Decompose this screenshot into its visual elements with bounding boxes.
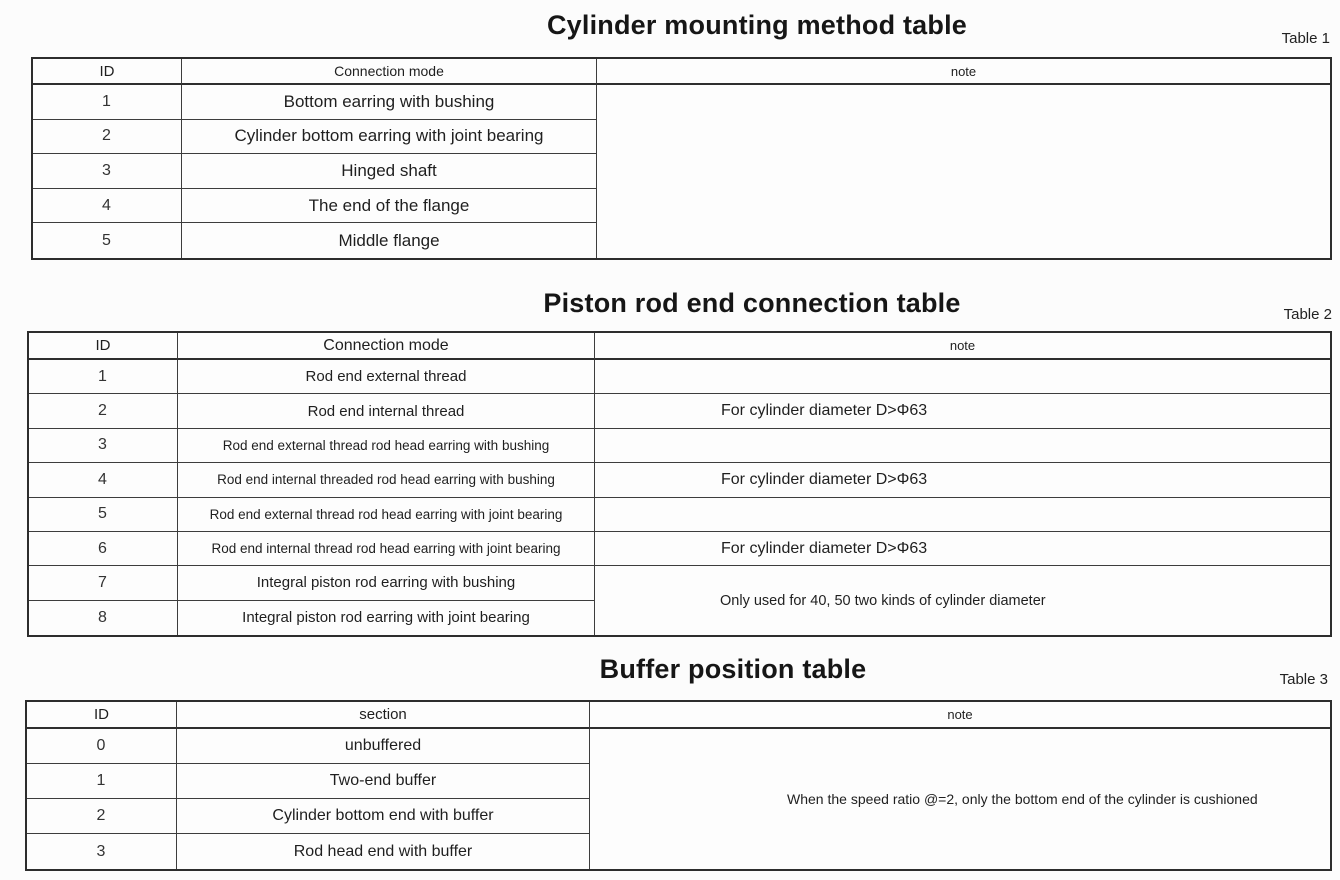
column-header-id: ID <box>29 333 178 360</box>
id-cell: 1 <box>29 360 178 395</box>
connection-mode-cell: Cylinder bottom earring with joint beari… <box>182 119 597 155</box>
note-merged-cell: Only used for 40, 50 two kinds of cylind… <box>720 592 1046 609</box>
id-cell: 0 <box>27 729 177 764</box>
section-cell: unbuffered <box>177 729 590 764</box>
section-cell: Two-end buffer <box>177 764 590 799</box>
id-cell: 5 <box>29 497 178 532</box>
id-cell: 7 <box>29 566 178 601</box>
column-header-id: ID <box>33 59 182 85</box>
id-cell: 2 <box>33 119 182 155</box>
connection-mode-cell: Rod end external thread rod head earring… <box>178 428 595 464</box>
table2-label: Table 2 <box>1283 306 1332 323</box>
note-cell <box>595 498 1330 532</box>
connection-mode-cell: Rod end internal threaded rod head earri… <box>178 463 595 498</box>
table3-label: Table 3 <box>1279 671 1328 688</box>
column-header-note: note <box>595 333 1330 360</box>
section-cell: Rod head end with buffer <box>177 834 590 869</box>
buffer-position-table: ID section note 0 unbuffered 1 Two-end b… <box>25 700 1332 871</box>
id-cell: 2 <box>29 394 178 429</box>
id-cell: 6 <box>29 531 178 567</box>
cylinder-mounting-method-table: ID Connection mode note 1 Bottom earring… <box>31 57 1332 260</box>
id-cell: 1 <box>33 85 182 120</box>
table3-title: Buffer position table <box>599 654 867 684</box>
column-header-connection-mode: Connection mode <box>178 333 595 360</box>
note-cell: For cylinder diameter D>Φ63 <box>595 394 1330 429</box>
connection-mode-cell: Rod end external thread <box>178 360 595 395</box>
column-header-connection-mode: Connection mode <box>182 59 597 85</box>
id-cell: 3 <box>27 834 177 869</box>
column-header-note: note <box>597 59 1330 85</box>
id-cell: 4 <box>33 188 182 224</box>
note-merged-cell <box>597 85 1330 258</box>
column-header-note: note <box>590 702 1330 729</box>
id-cell: 3 <box>33 154 182 189</box>
connection-mode-cell: Integral piston rod earring with joint b… <box>178 600 595 635</box>
id-cell: 2 <box>27 799 177 834</box>
id-cell: 4 <box>29 463 178 498</box>
column-header-id: ID <box>27 702 177 729</box>
connection-mode-cell: Middle flange <box>182 223 597 258</box>
connection-mode-cell: The end of the flange <box>182 188 597 224</box>
table1-title: Cylinder mounting method table <box>546 10 967 40</box>
id-cell: 5 <box>33 223 182 258</box>
note-merged-cell: When the speed ratio @=2, only the botto… <box>787 791 1258 807</box>
connection-mode-cell: Bottom earring with bushing <box>182 85 597 120</box>
id-cell: 1 <box>27 764 177 799</box>
table1-label: Table 1 <box>1281 30 1330 47</box>
note-cell: For cylinder diameter D>Φ63 <box>595 532 1330 567</box>
section-cell: Cylinder bottom end with buffer <box>177 799 590 834</box>
column-header-section: section <box>177 702 590 729</box>
connection-mode-cell: Rod end external thread rod head earring… <box>178 497 595 532</box>
piston-rod-end-connection-table: ID Connection mode note 1 Rod end extern… <box>27 331 1332 637</box>
note-cell: For cylinder diameter D>Φ63 <box>595 463 1330 498</box>
id-cell: 8 <box>29 600 178 635</box>
note-cell <box>595 360 1330 395</box>
table2-title: Piston rod end connection table <box>543 288 961 318</box>
connection-mode-cell: Hinged shaft <box>182 154 597 189</box>
note-cell <box>595 429 1330 464</box>
connection-mode-cell: Rod end internal thread rod head earring… <box>178 531 595 567</box>
connection-mode-cell: Rod end internal thread <box>178 394 595 429</box>
id-cell: 3 <box>29 428 178 464</box>
connection-mode-cell: Integral piston rod earring with bushing <box>178 566 595 601</box>
